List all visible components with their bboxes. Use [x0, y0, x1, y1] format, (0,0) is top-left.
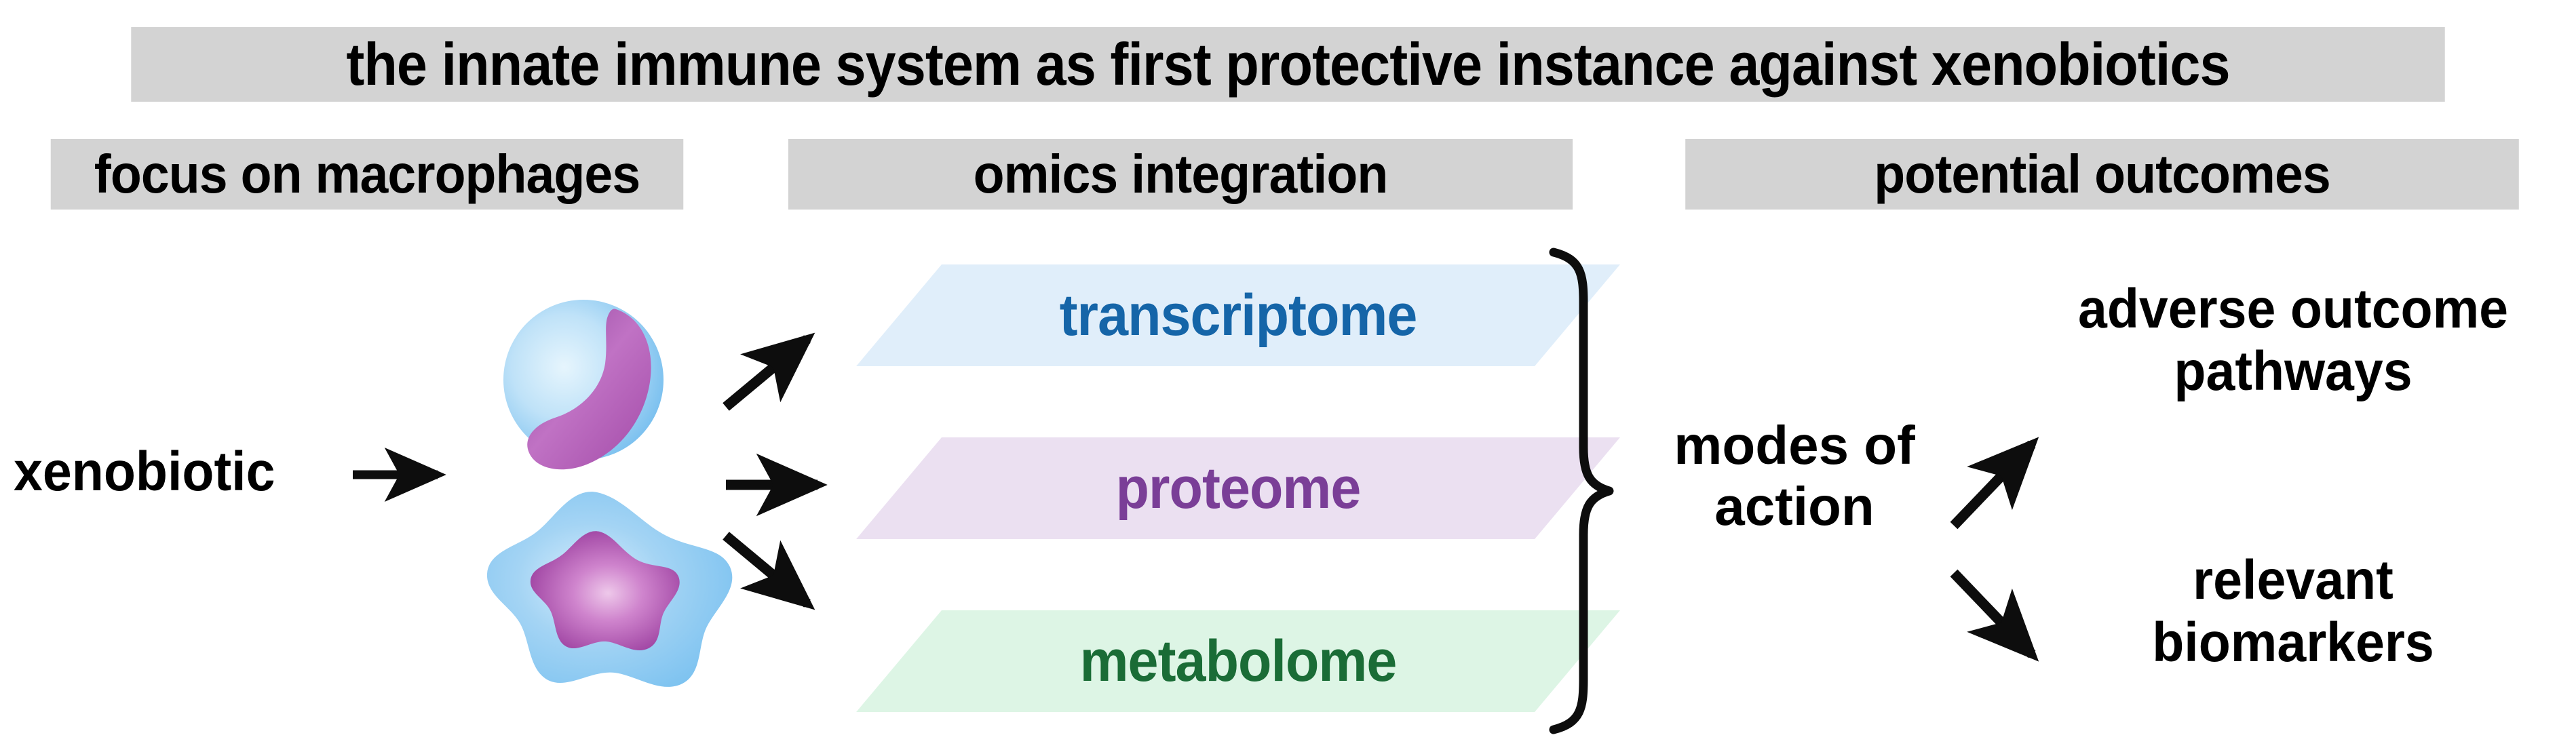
omics-label-metabolome: metabolome	[1079, 628, 1398, 694]
column-header-omics-integration: omics integration	[788, 139, 1573, 210]
macrophage-cell-icon	[486, 492, 733, 687]
figure-title-banner: the innate immune system as first protec…	[131, 27, 2445, 102]
column-header-focus-on-macrophages: focus on macrophages	[50, 139, 684, 210]
monocyte-nucleus	[527, 309, 651, 470]
xenobiotic-label: xenobiotic	[14, 441, 275, 502]
macrophage-cytoplasm	[486, 492, 733, 687]
arrow-to-relevant-biomarkers-icon	[1950, 569, 2039, 662]
macrophage-nucleus	[530, 531, 680, 651]
monocyte-cytoplasm	[503, 300, 664, 460]
relevant-biomarkers-label: relevant biomarkers	[2152, 549, 2434, 673]
omics-label-proteome: proteome	[1115, 455, 1362, 521]
modes-of-action-label: modes of action	[1674, 415, 1915, 536]
arrow-to-transcriptome-icon	[723, 332, 815, 411]
arrow-to-adverse-outcome-pathways-icon	[1950, 437, 2039, 530]
column-header-potential-outcomes: potential outcomes	[1685, 139, 2519, 210]
omics-label-transcriptome: transcriptome	[1059, 282, 1418, 348]
monocyte-cell-icon	[503, 300, 664, 470]
arrow-to-metabolome-icon	[723, 532, 815, 610]
adverse-outcome-pathways-label: adverse outcome pathways	[2077, 278, 2509, 402]
